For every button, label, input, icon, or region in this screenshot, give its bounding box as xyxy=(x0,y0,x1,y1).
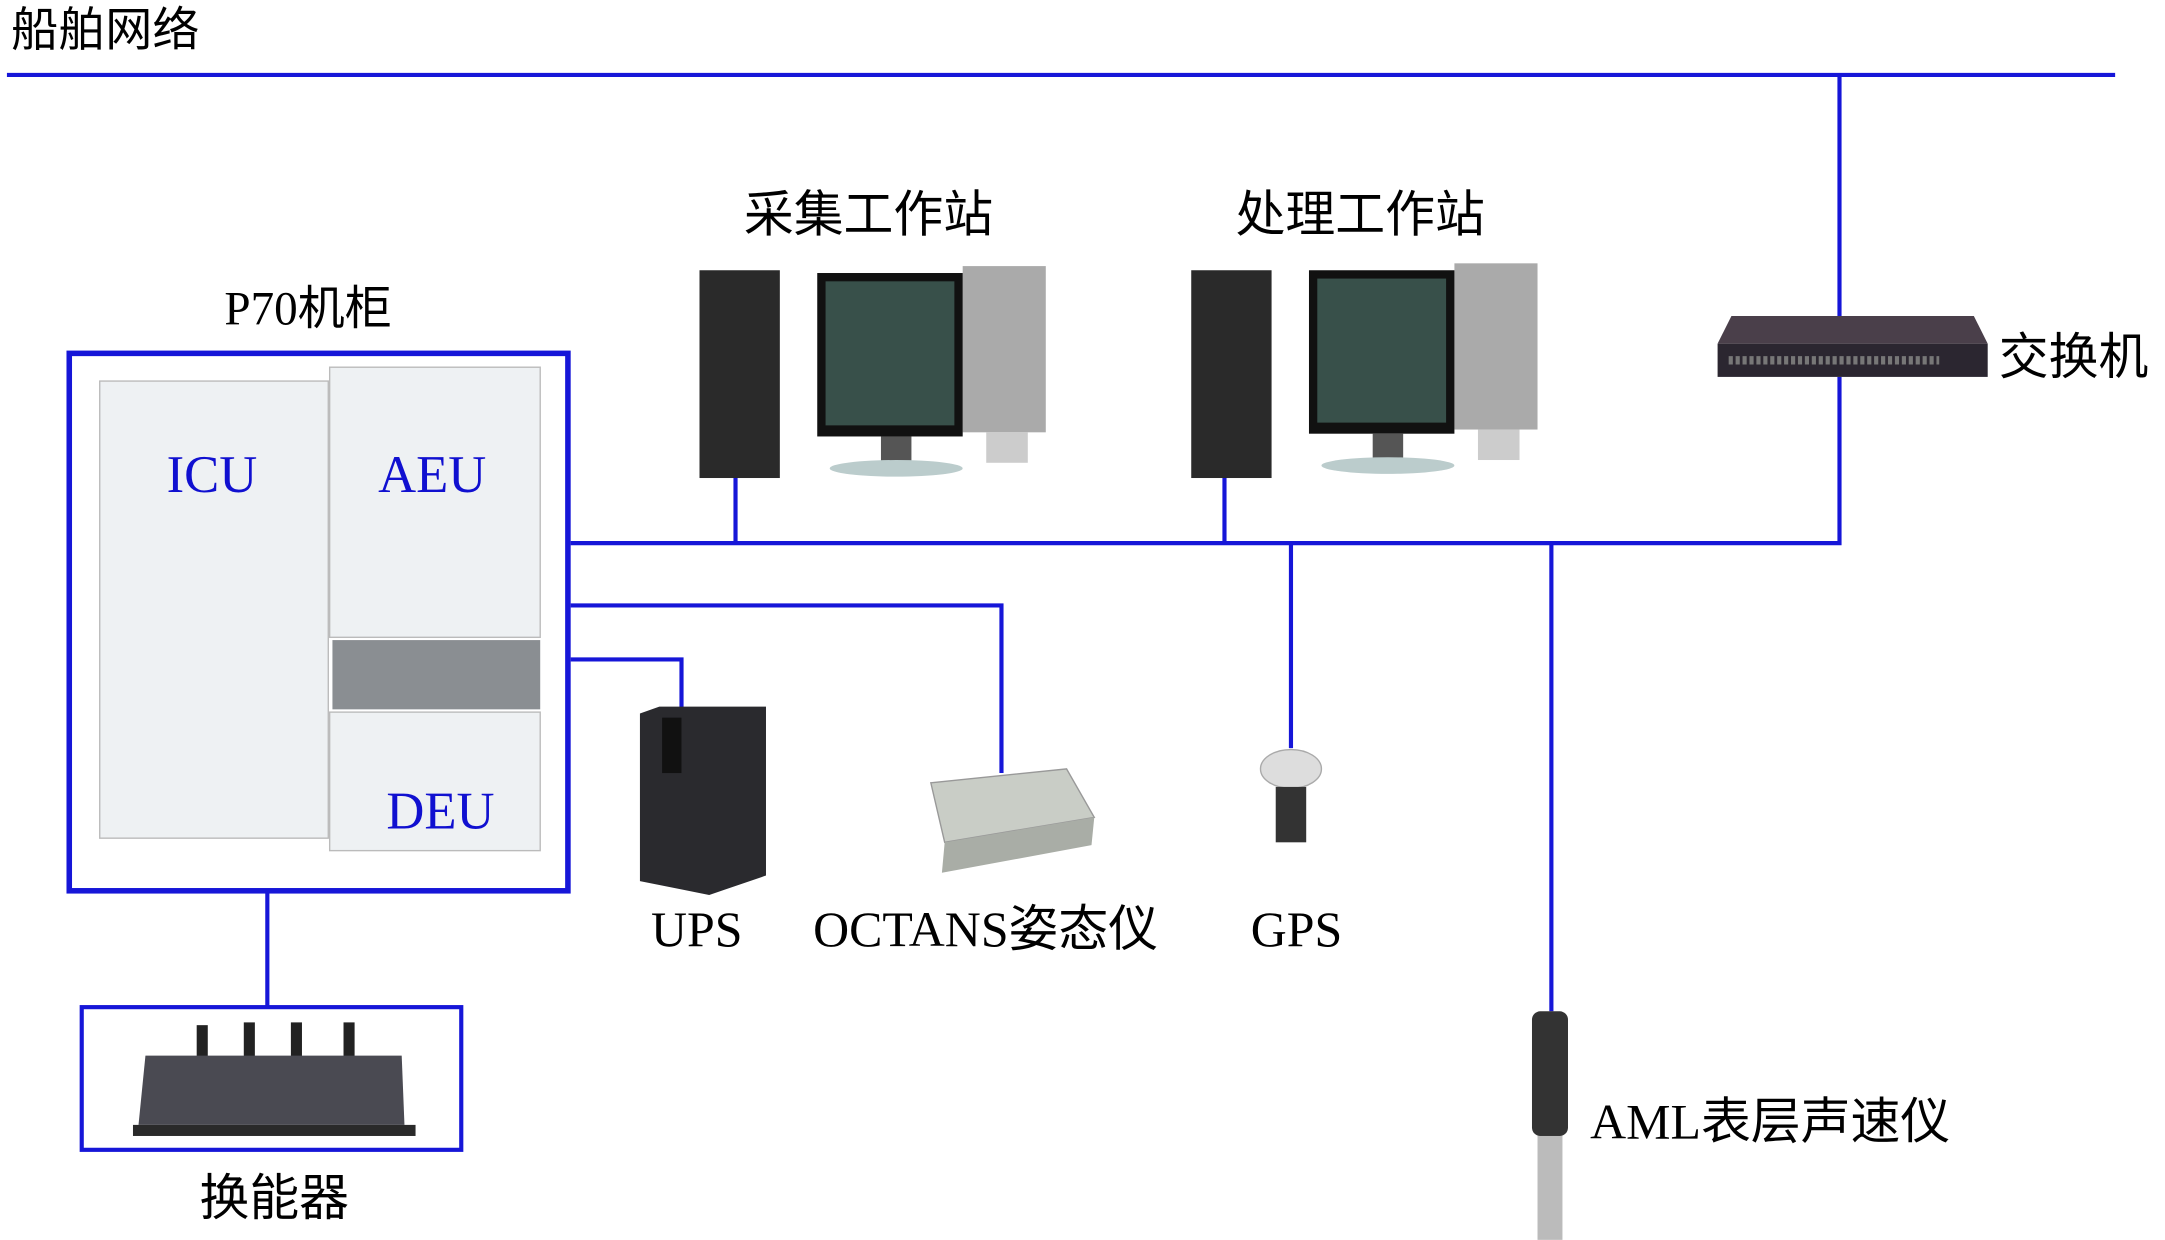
cabinet-label: P70机柜 xyxy=(224,283,391,335)
transducer: 换能器 xyxy=(79,1005,464,1226)
ups-label: UPS xyxy=(651,902,742,957)
processing-workstation: 处理工作站 xyxy=(1191,187,1538,479)
processing-ws-label: 处理工作站 xyxy=(1236,187,1485,242)
gps-label: GPS xyxy=(1251,902,1342,957)
connections xyxy=(6,72,2116,1012)
aml-label: AML表层声速仪 xyxy=(1590,1095,1950,1150)
p70-cabinet: ICU AEU DEU xyxy=(66,350,571,894)
switch-label: 交换机 xyxy=(1999,330,2149,385)
octans-device: OCTANS姿态仪 xyxy=(813,768,1158,957)
aml-svp-probe: AML表层声速仪 xyxy=(1531,1011,1950,1240)
gps-antenna: GPS xyxy=(1251,748,1342,957)
icu-label: ICU xyxy=(167,446,258,504)
ups-link xyxy=(570,657,684,714)
transducer-label: 换能器 xyxy=(199,1171,349,1226)
octans-link xyxy=(570,603,1004,774)
acquisition-workstation: 采集工作站 xyxy=(699,187,1046,479)
ups-device: UPS xyxy=(639,706,766,957)
aeu-label: AEU xyxy=(378,446,486,504)
octans-label: OCTANS姿态仪 xyxy=(813,902,1158,957)
deu-label: DEU xyxy=(386,782,494,840)
network-title: 船舶网络 xyxy=(11,5,199,57)
acquisition-ws-label: 采集工作站 xyxy=(744,187,993,242)
network-switch: 交换机 xyxy=(1717,315,2149,385)
lan-bus xyxy=(570,376,1842,546)
